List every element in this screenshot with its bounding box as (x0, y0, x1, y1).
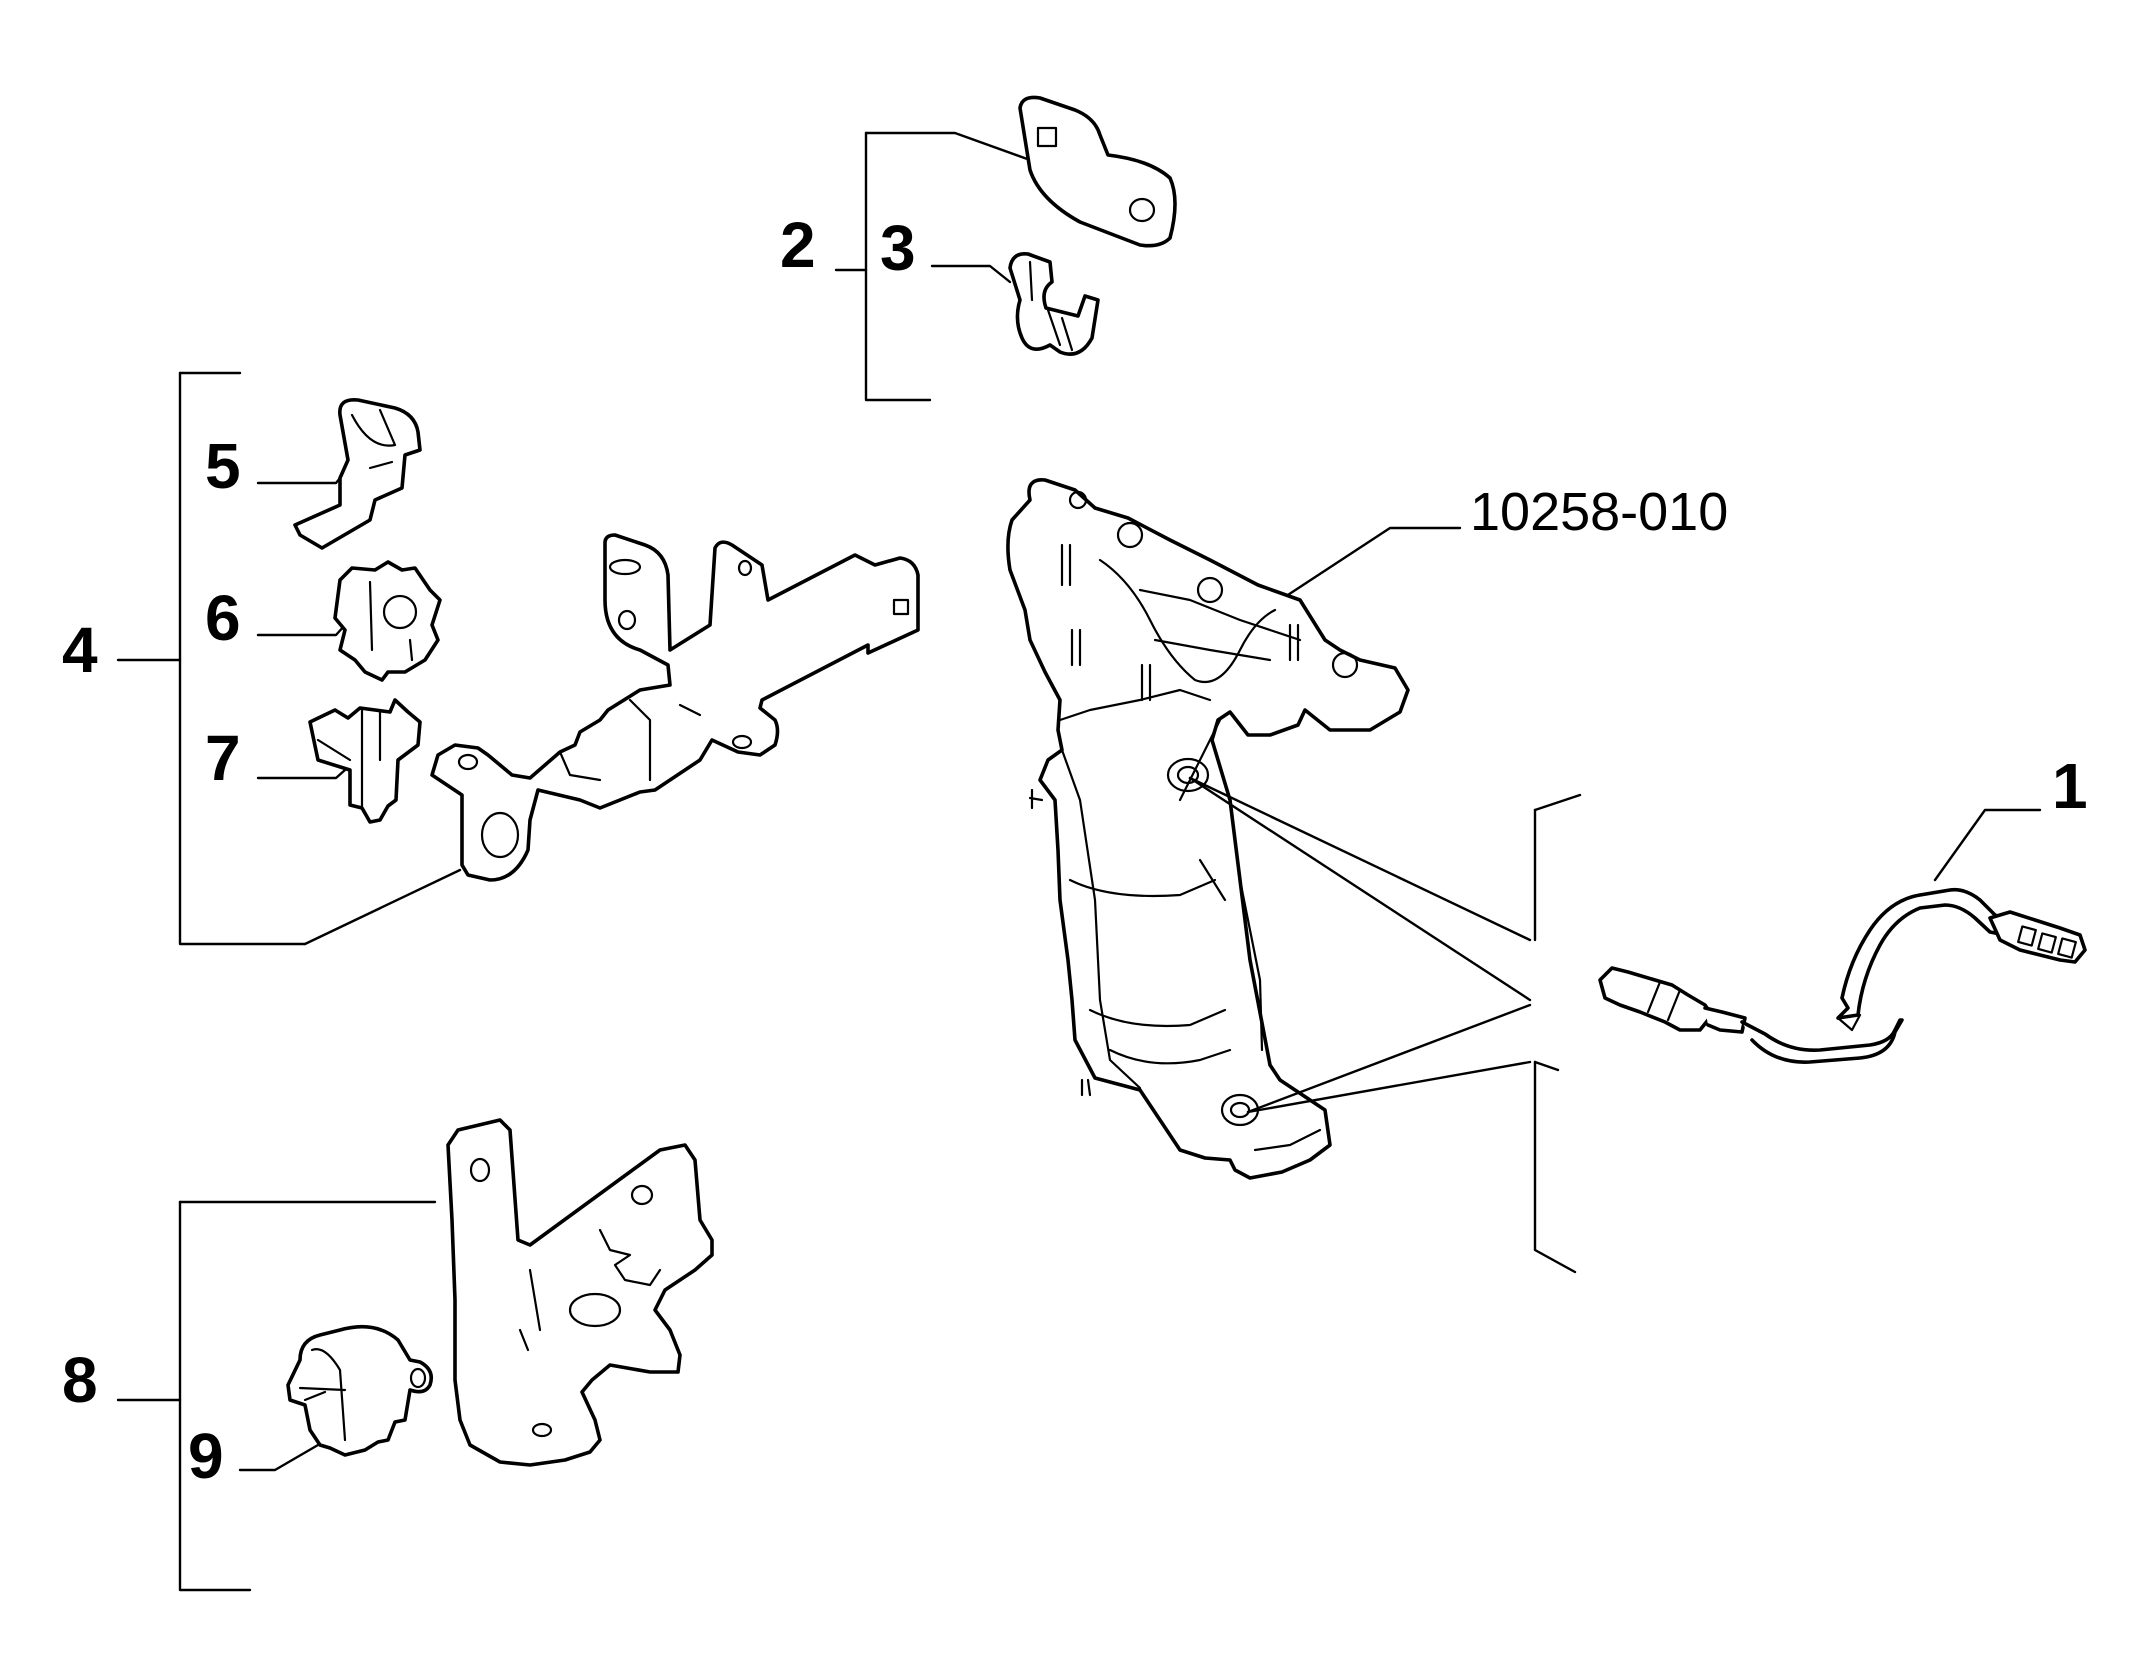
cable-clip-7[interactable] (308, 698, 422, 824)
lambda-oxygen-sensor[interactable] (1598, 887, 2087, 1064)
sensor-position-lines (1188, 776, 1582, 1274)
cable-clip-9[interactable] (286, 1324, 434, 1457)
mounting-bracket[interactable] (446, 1118, 714, 1467)
callout-4[interactable]: 4 (62, 614, 98, 686)
heat-shield-plate[interactable] (1018, 95, 1177, 248)
callout-1[interactable]: 1 (2052, 750, 2088, 822)
callout-6[interactable]: 6 (205, 582, 241, 654)
callout-5[interactable]: 5 (205, 430, 241, 502)
reference-label[interactable]: 10258-010 (1470, 482, 1728, 542)
group-4-bracket (116, 371, 307, 946)
group-8-bracket (116, 1200, 437, 1592)
leader-reference (1266, 526, 1462, 610)
leader-1 (1933, 808, 2042, 882)
exhaust-manifold-catalyst[interactable] (1006, 478, 1410, 1180)
callout-2[interactable]: 2 (780, 209, 816, 281)
group-2-bracket (834, 131, 1032, 402)
cable-clip-5[interactable] (293, 397, 422, 550)
callout-8[interactable]: 8 (62, 1344, 98, 1416)
leader-9 (238, 1443, 320, 1472)
callout-7[interactable]: 7 (205, 722, 241, 794)
cable-clip-6[interactable] (333, 560, 442, 682)
callout-9[interactable]: 9 (188, 1420, 224, 1492)
pipe-clip[interactable] (1008, 251, 1100, 356)
leader-4 (303, 868, 462, 946)
callout-3[interactable]: 3 (880, 212, 916, 284)
harness-bracket[interactable] (430, 533, 920, 882)
